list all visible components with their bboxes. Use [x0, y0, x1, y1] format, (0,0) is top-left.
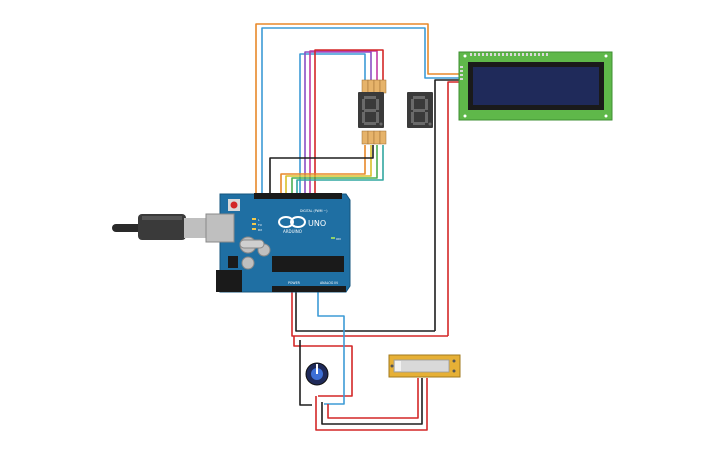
seven-segment-display-icon[interactable] — [407, 92, 433, 128]
arduino-uno-board[interactable]: ARDUINO UNO DIGITAL (PWM ~) POWER ANALOG… — [205, 193, 351, 293]
wire-orange-lcd[interactable] — [255, 23, 462, 196]
wire-black-lcd[interactable] — [434, 79, 462, 331]
wire-blue-lcd[interactable] — [261, 27, 462, 196]
digital-header-label: DIGITAL (PWM ~) — [300, 209, 327, 213]
wire-red-lcd[interactable] — [447, 81, 462, 336]
slide-potentiometer-icon[interactable] — [388, 354, 461, 378]
wire-red-5v[interactable] — [291, 290, 448, 337]
wire-blue-seg-a[interactable] — [299, 53, 366, 196]
on-label: ON — [336, 237, 341, 241]
wire-yellow-seg-f[interactable] — [285, 145, 372, 196]
wire-orange-seg-e[interactable] — [280, 145, 366, 196]
seven-segment-display-icon[interactable] — [358, 92, 384, 128]
arduino-logo — [278, 216, 306, 228]
potentiometer-icon[interactable] — [305, 362, 329, 386]
wire-red-slide-2[interactable] — [327, 378, 419, 419]
reset-button[interactable] — [230, 201, 238, 209]
tx-label: TX — [257, 223, 262, 227]
lcd-display-icon[interactable] — [458, 51, 613, 121]
resistors-top[interactable] — [361, 79, 387, 94]
wire-green-seg-g[interactable] — [291, 145, 378, 196]
arduino-logo-text: ARDUINO — [283, 229, 302, 234]
wire-purple-seg-b[interactable] — [304, 51, 372, 196]
power-header-label: POWER — [288, 281, 301, 285]
wires — [255, 23, 462, 431]
wire-red-slide-1[interactable] — [315, 378, 428, 431]
arduino-model-text: UNO — [308, 219, 326, 228]
wire-black-slide[interactable] — [321, 378, 423, 425]
wire-teal-seg-dp[interactable] — [296, 145, 384, 196]
wire-black-gnd[interactable] — [295, 290, 435, 332]
rx-label: RX — [258, 228, 262, 232]
wire-black-seg-com[interactable] — [269, 145, 374, 196]
l-label: L — [258, 218, 260, 222]
wire-red-pot[interactable] — [293, 336, 353, 397]
microcontroller-chip — [272, 256, 344, 272]
wire-red-seg-d[interactable] — [314, 49, 384, 196]
analog-header-label: ANALOG IN — [320, 281, 338, 285]
wire-magenta-seg-c[interactable] — [309, 50, 378, 196]
wire-blue-pot-wiper[interactable] — [317, 290, 345, 405]
resistors-bottom[interactable] — [361, 130, 387, 145]
wire-black-pot[interactable] — [299, 340, 312, 406]
